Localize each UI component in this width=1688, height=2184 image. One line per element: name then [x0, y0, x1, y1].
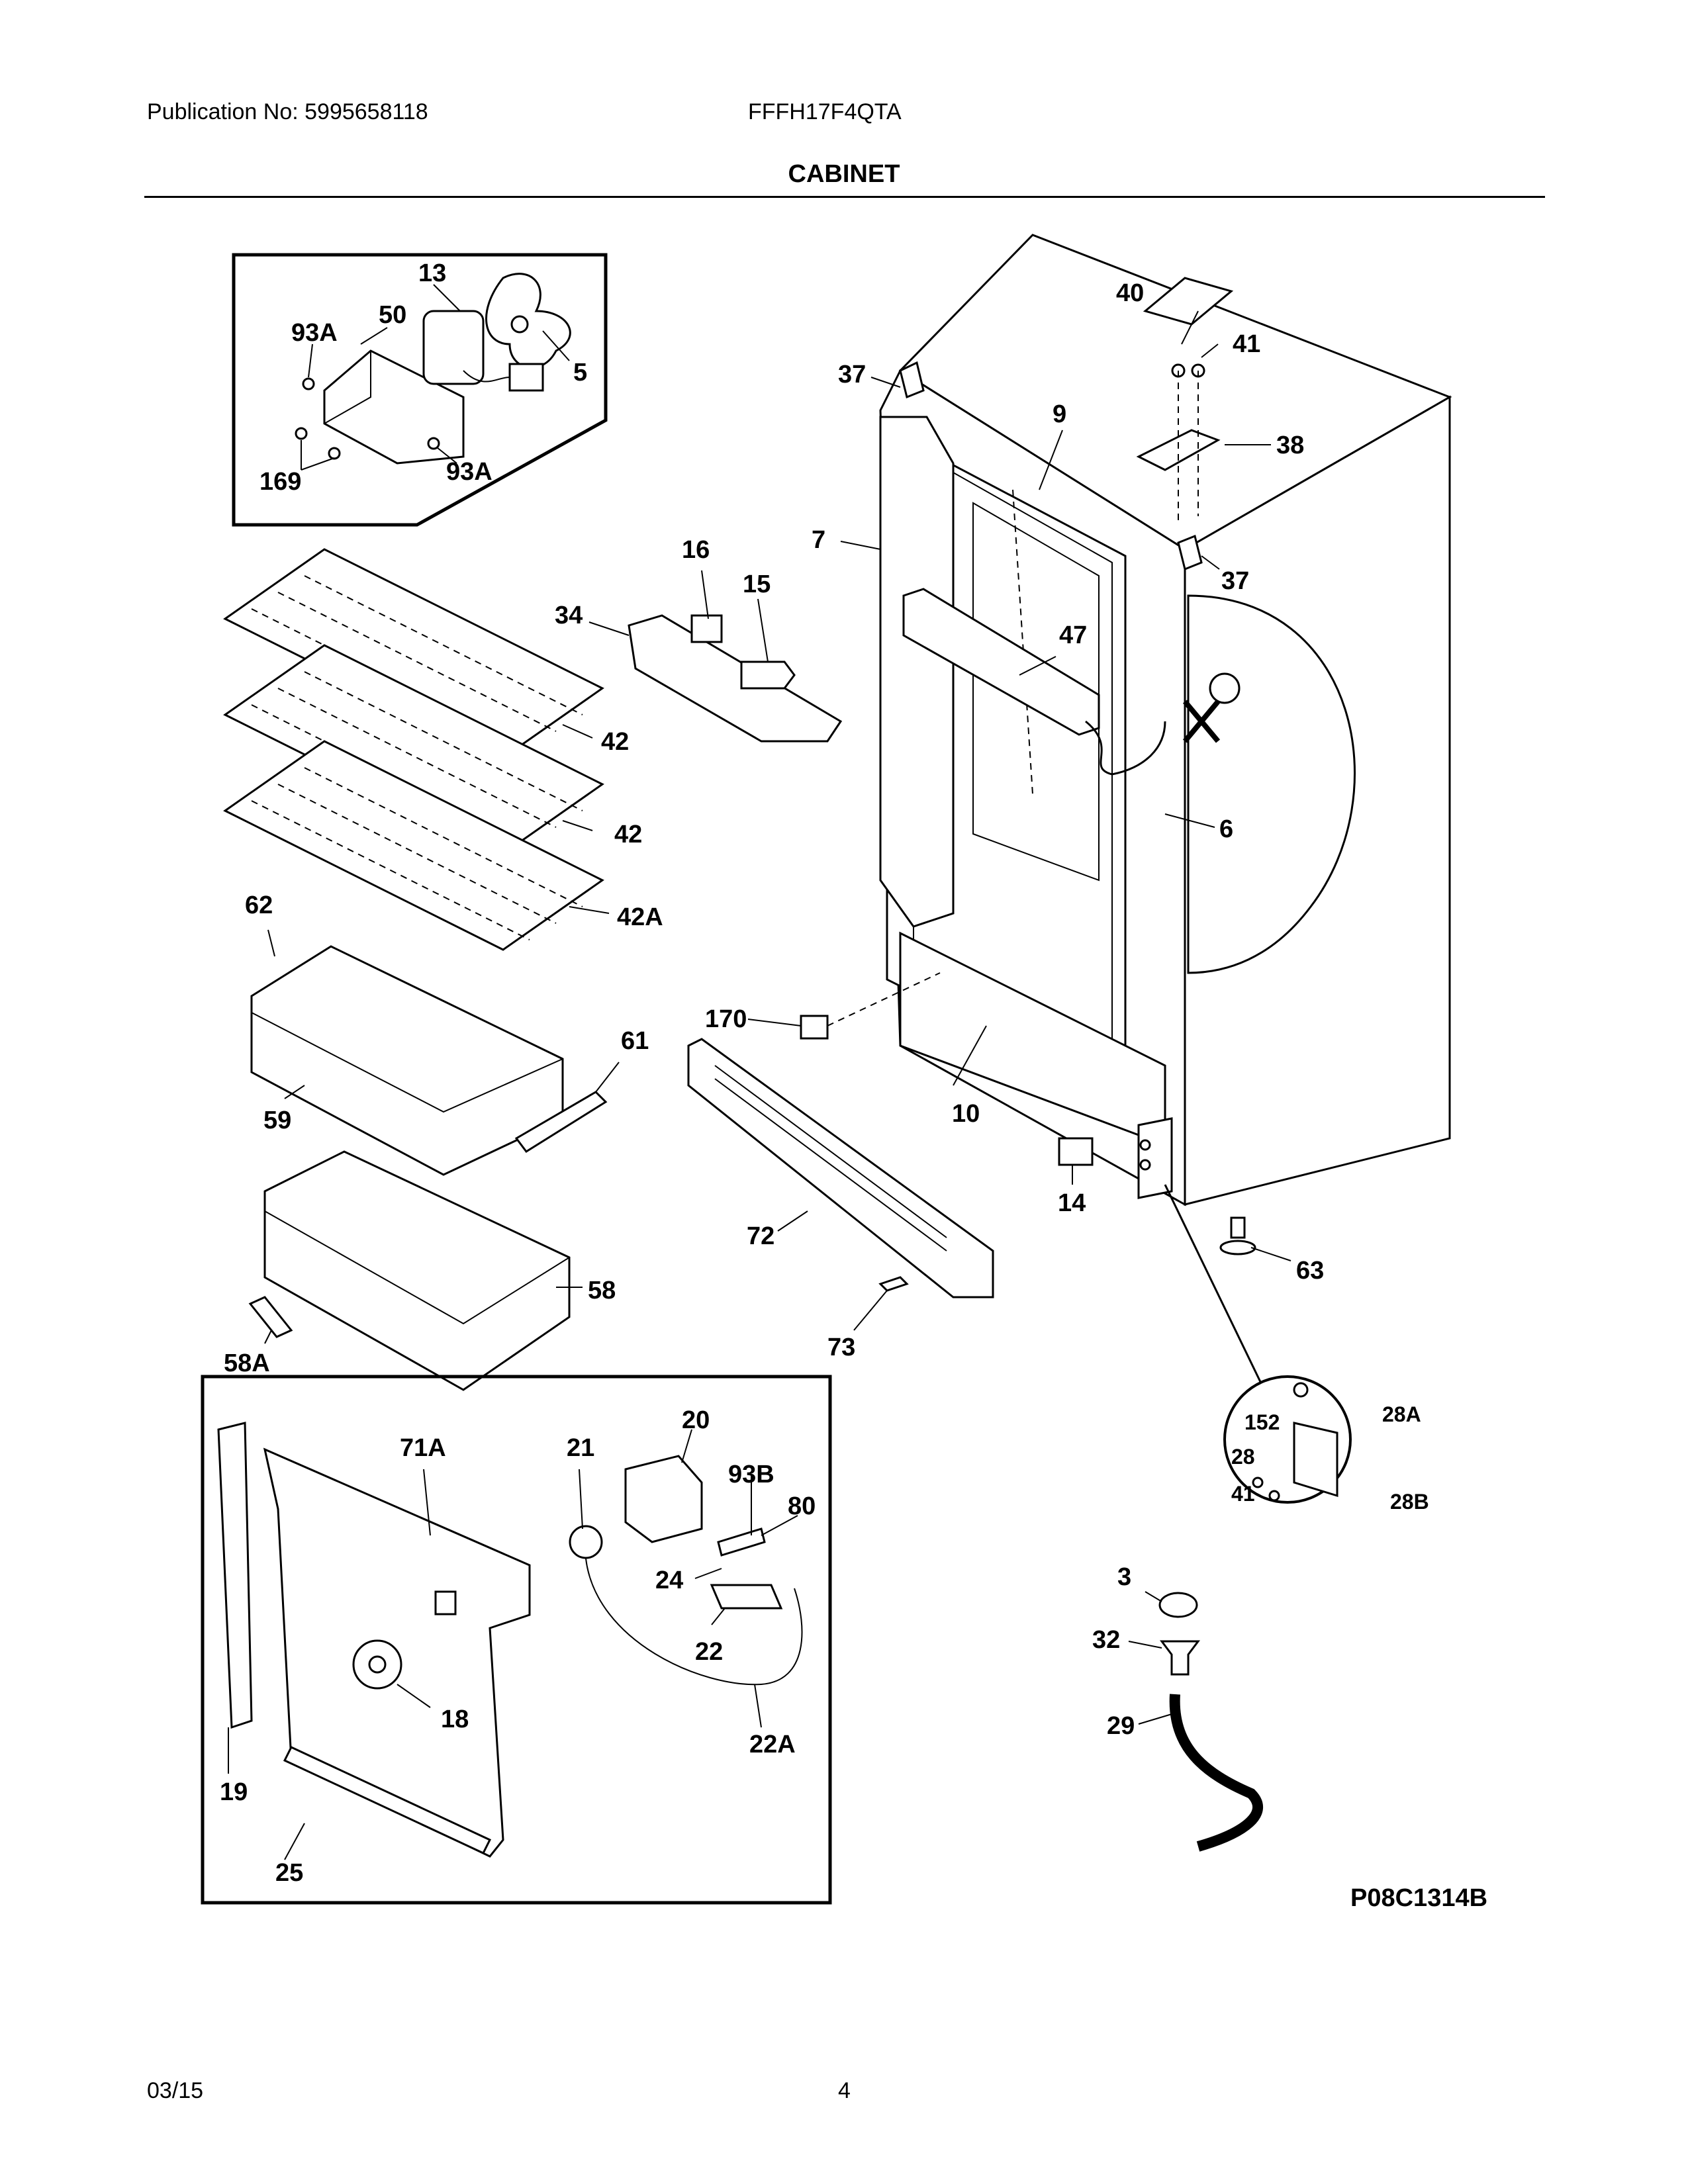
label-34: 34 [555, 602, 583, 629]
label-59: 59 [263, 1107, 291, 1134]
wire-shelves [223, 548, 604, 951]
label-62: 62 [245, 891, 273, 919]
label-10: 10 [952, 1100, 980, 1128]
label-47: 47 [1059, 621, 1087, 649]
label-58: 58 [588, 1277, 616, 1304]
label-72: 72 [747, 1222, 774, 1250]
label-29: 29 [1107, 1712, 1135, 1740]
label-42-a: 42 [601, 728, 629, 756]
label-42a: 42A [617, 903, 663, 931]
label-63: 63 [1296, 1257, 1324, 1285]
fan-motor-inset [232, 253, 608, 527]
label-15: 15 [743, 570, 771, 598]
label-61: 61 [621, 1027, 649, 1055]
label-93b: 93B [728, 1461, 774, 1488]
label-170: 170 [705, 1005, 747, 1033]
label-41-hinge: 41 [1231, 1482, 1255, 1506]
label-32: 32 [1092, 1626, 1120, 1654]
label-28a: 28A [1382, 1402, 1421, 1426]
label-7: 7 [812, 526, 825, 554]
label-37-left: 37 [838, 361, 866, 388]
storage-baskets [248, 945, 608, 1391]
label-152: 152 [1244, 1410, 1280, 1434]
publication-number: Publication No: 5995658118 [147, 99, 428, 124]
label-3: 3 [1117, 1563, 1131, 1591]
label-37-right: 37 [1221, 567, 1249, 595]
label-50: 50 [379, 301, 406, 329]
label-93a-top: 93A [291, 319, 338, 347]
callout-leaders [228, 310, 1291, 1860]
model-number: FFFH17F4QTA [748, 99, 902, 124]
label-20: 20 [682, 1406, 710, 1434]
label-169: 169 [259, 468, 301, 496]
label-40: 40 [1116, 279, 1144, 307]
label-5: 5 [573, 359, 587, 387]
control-inset [201, 1375, 832, 1905]
label-28b: 28B [1390, 1490, 1429, 1514]
part-number-labels: 13 93A 50 5 169 93A 37 40 41 9 38 37 7 1… [220, 259, 1487, 1912]
toe-grille [687, 1038, 994, 1298]
label-24: 24 [655, 1567, 683, 1594]
light-assembly [628, 614, 843, 743]
label-73: 73 [827, 1334, 855, 1361]
label-14: 14 [1058, 1189, 1086, 1217]
label-71a: 71A [400, 1434, 446, 1462]
label-13: 13 [418, 259, 446, 287]
publication-date: 03/15 [147, 2078, 204, 2103]
section-title: CABINET [788, 160, 900, 188]
label-25: 25 [275, 1859, 303, 1887]
label-42-b: 42 [614, 821, 642, 848]
label-22: 22 [695, 1638, 723, 1666]
label-16: 16 [682, 536, 710, 564]
label-21: 21 [567, 1434, 594, 1462]
label-9: 9 [1053, 400, 1066, 428]
diagram-code: P08C1314B [1350, 1884, 1487, 1912]
label-80: 80 [788, 1492, 816, 1520]
label-38: 38 [1276, 432, 1304, 459]
drain-assembly [1158, 1592, 1263, 1852]
hinge-detail [1164, 1184, 1352, 1504]
label-6: 6 [1219, 815, 1233, 843]
page-number: 4 [838, 2078, 851, 2103]
header-divider [144, 196, 1545, 198]
label-93a-bottom: 93A [446, 458, 492, 486]
label-22a: 22A [749, 1731, 796, 1758]
label-18: 18 [441, 1706, 469, 1733]
freezer-cabinet [800, 234, 1452, 1255]
label-41-top: 41 [1233, 330, 1260, 358]
label-58a: 58A [224, 1349, 270, 1377]
label-28: 28 [1231, 1445, 1255, 1469]
label-19: 19 [220, 1778, 248, 1806]
